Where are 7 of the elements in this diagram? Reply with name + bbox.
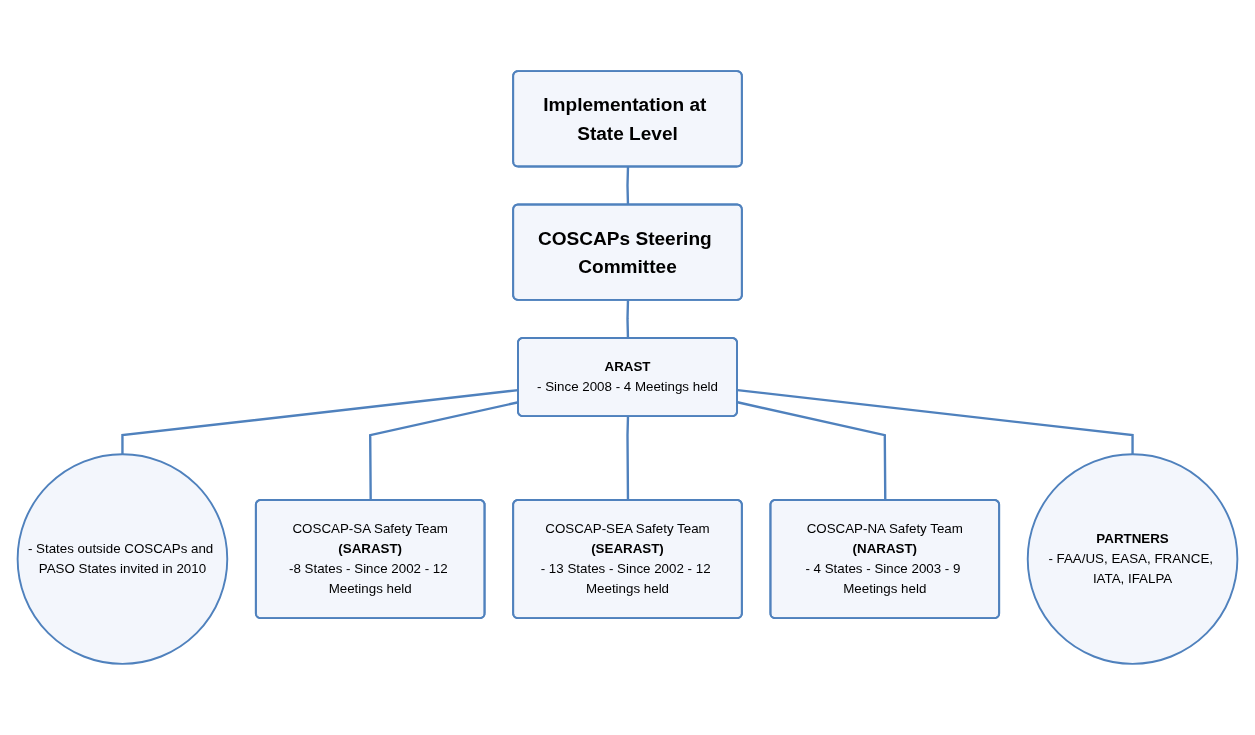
connector <box>626 166 630 206</box>
connector <box>737 401 887 501</box>
node-circle: - States outside COSCAPs and PASO States invited in 2010 <box>16 453 229 665</box>
connector <box>626 300 630 339</box>
node-circle: PARTNERS - FAA/US, EASA, FRANCE, IATA, IFALPA <box>1026 453 1239 665</box>
connector <box>626 416 630 501</box>
connector <box>737 388 1134 455</box>
